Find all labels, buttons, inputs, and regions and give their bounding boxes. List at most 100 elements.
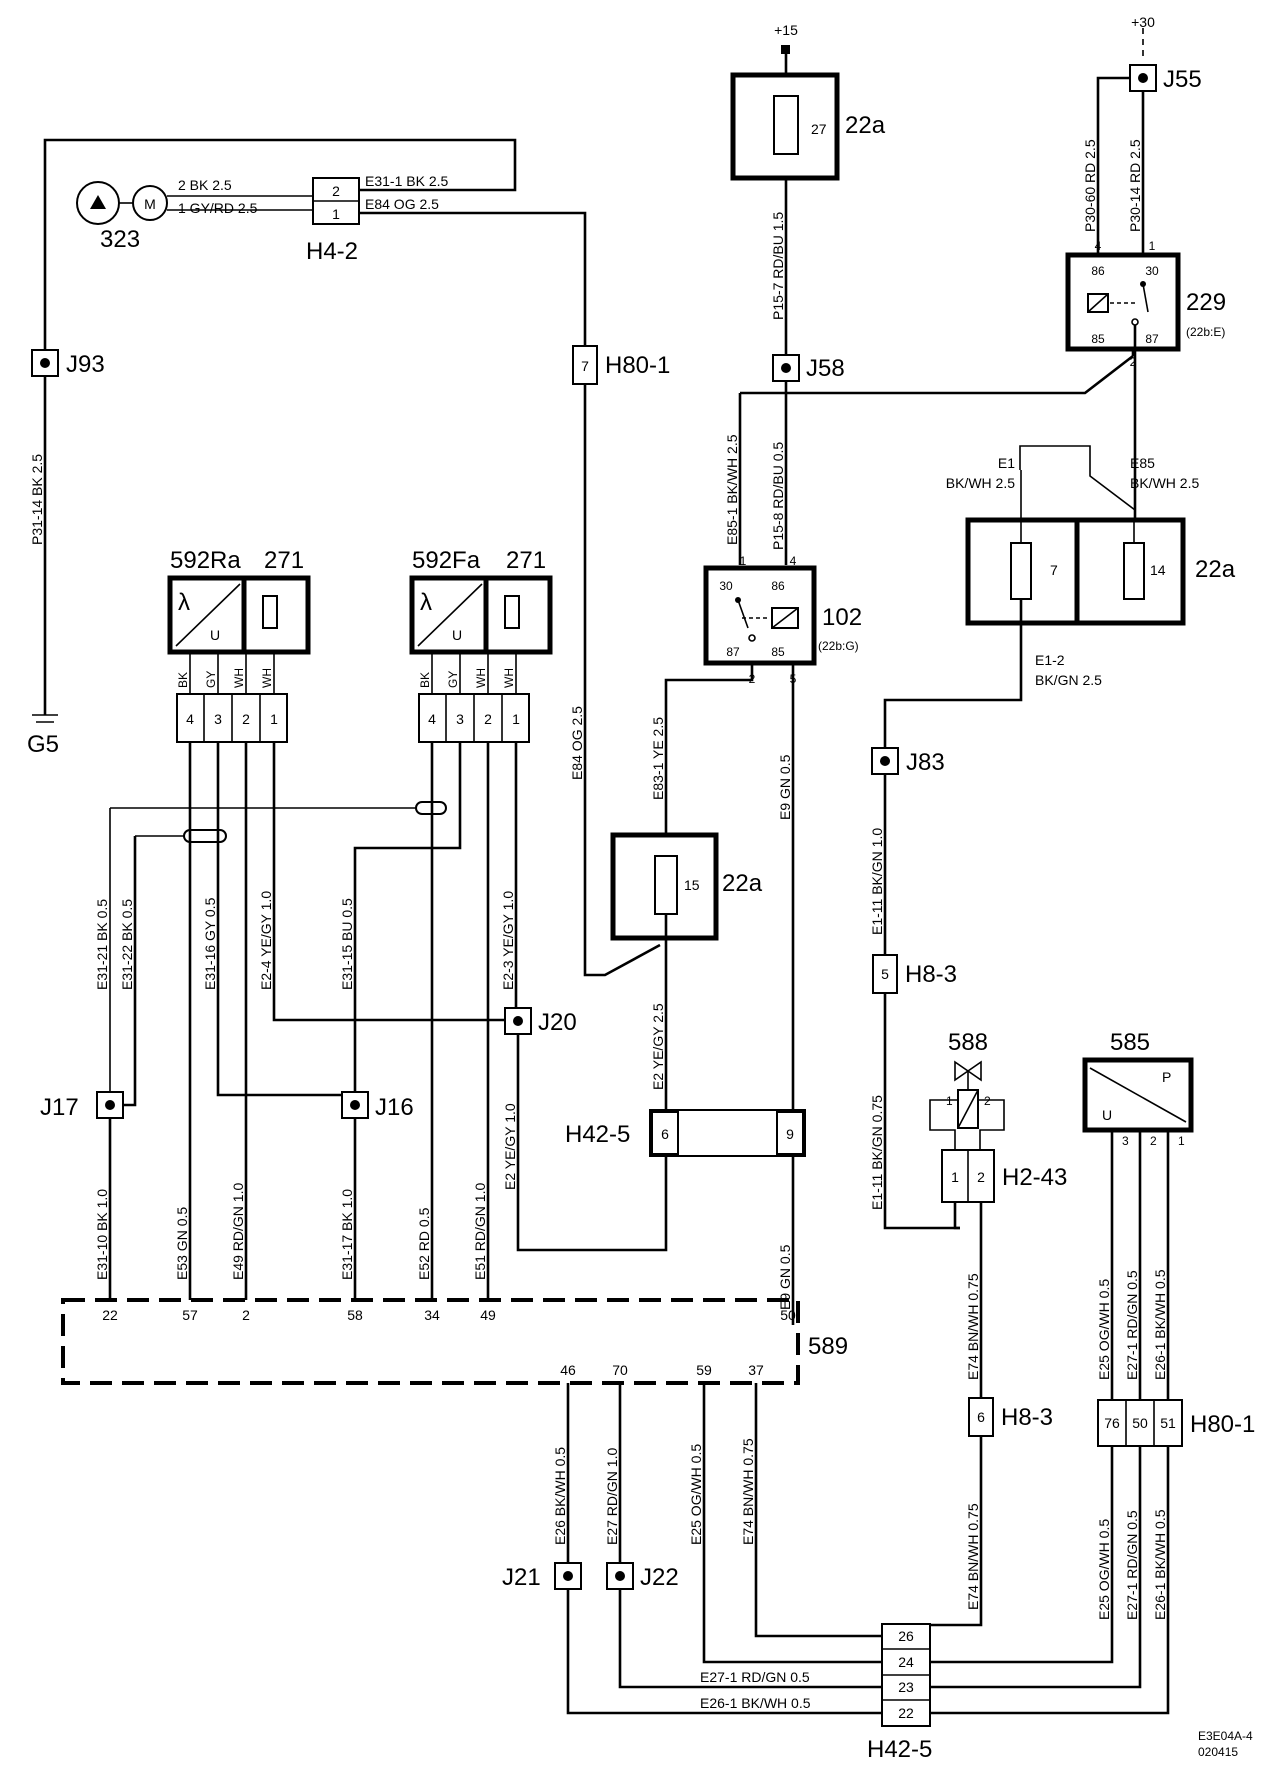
wire-label: E74 BN/WH 0.75 bbox=[965, 1273, 981, 1380]
pin-label: 70 bbox=[612, 1362, 628, 1378]
pin-label: 1 bbox=[1149, 239, 1156, 253]
motor-label: M bbox=[144, 196, 156, 212]
wire-label: E2-4 YE/GY 1.0 bbox=[258, 891, 274, 990]
wire-label: E51 RD/GN 1.0 bbox=[472, 1183, 488, 1280]
wire-label: E74 BN/WH 0.75 bbox=[965, 1503, 981, 1610]
pin-color-label: BK bbox=[418, 672, 432, 688]
pin-label: 24 bbox=[898, 1654, 914, 1670]
pin-label: 23 bbox=[898, 1679, 914, 1695]
wire-label: E26 BK/WH 0.5 bbox=[552, 1447, 568, 1545]
pin-label: 50 bbox=[1132, 1415, 1148, 1431]
relay-switch-icon bbox=[737, 599, 749, 629]
wire-label: E9 GN 0.5 bbox=[777, 1244, 793, 1310]
wire-label: E2 YE/GY 1.0 bbox=[502, 1103, 518, 1190]
pressure-sensor-585 bbox=[1082, 1057, 1194, 1133]
wire-label: BK/WH 2.5 bbox=[1130, 475, 1199, 491]
lambda-symbol: λ bbox=[178, 589, 190, 616]
pin-label: 30 bbox=[719, 579, 733, 593]
pin-label: 1 bbox=[512, 711, 520, 727]
h42-5-bottom-label: H42-5 bbox=[867, 1736, 932, 1763]
wire-label: E1-11 BK/GN 0.75 bbox=[869, 1095, 885, 1210]
wire-label: E2 YE/GY 2.5 bbox=[650, 1003, 666, 1090]
wire-label: E31-1 BK 2.5 bbox=[365, 173, 448, 189]
fuse-number: 7 bbox=[1050, 562, 1058, 578]
pin-label: 1 bbox=[951, 1169, 959, 1185]
pin-color-label: WH bbox=[502, 668, 516, 688]
pin-label: 2 bbox=[977, 1169, 985, 1185]
pin-label: 22 bbox=[898, 1705, 914, 1721]
fuse-7 bbox=[1010, 542, 1032, 600]
j58-label: J58 bbox=[806, 355, 845, 382]
pin-label: 4 bbox=[428, 711, 436, 727]
pump-arrow-icon bbox=[90, 195, 106, 209]
sensor-271-label: 271 bbox=[506, 547, 546, 574]
wire-label: E31-15 BU 0.5 bbox=[339, 898, 355, 990]
pin-label: 34 bbox=[424, 1307, 440, 1323]
fuse-box-label: 22a bbox=[845, 112, 886, 139]
pin-label: 6 bbox=[661, 1126, 669, 1142]
sensor-585-label: 585 bbox=[1110, 1029, 1150, 1056]
fuse-27 bbox=[773, 95, 799, 155]
pin-label: 4 bbox=[790, 554, 797, 568]
j17-label: J17 bbox=[40, 1094, 79, 1121]
relay-229 bbox=[1065, 252, 1181, 352]
pin-label: 30 bbox=[1145, 264, 1159, 278]
relay-229-ref: (22b:E) bbox=[1186, 325, 1225, 339]
wire-label: E26-1 BK/WH 0.5 bbox=[1152, 1509, 1168, 1620]
supply-15-label: +15 bbox=[774, 22, 798, 38]
wire-label: E85-1 BK/WH 2.5 bbox=[724, 434, 740, 545]
lambda-symbol: λ bbox=[420, 589, 432, 616]
sensor-p-label: P bbox=[1162, 1069, 1171, 1085]
pin-label: 87 bbox=[726, 645, 740, 659]
wire-label: E1 bbox=[998, 455, 1015, 471]
wire-label: E74 BN/WH 0.75 bbox=[740, 1438, 756, 1545]
sensor-592ra-271 bbox=[167, 575, 311, 655]
pin-label: 5 bbox=[881, 966, 889, 982]
pin-label: 1 bbox=[270, 711, 278, 727]
wire-label: BK/GN 2.5 bbox=[1035, 672, 1102, 688]
ground-icon bbox=[32, 714, 58, 723]
wire-label: 1 GY/RD 2.5 bbox=[178, 200, 258, 216]
h80-1-bottom-label: H80-1 bbox=[1190, 1411, 1255, 1438]
fuse-number: 14 bbox=[1150, 562, 1166, 578]
diagram-code: E3E04A-4 bbox=[1198, 1729, 1253, 1743]
wire-label: E25 OG/WH 0.5 bbox=[1096, 1279, 1112, 1380]
supply-30-label: +30 bbox=[1131, 14, 1155, 30]
pin-color-label: BK bbox=[176, 672, 190, 688]
j22-label: J22 bbox=[640, 1564, 679, 1591]
sensor-592ra-label: 592Ra bbox=[170, 547, 241, 574]
pin-label: 1 bbox=[946, 1094, 953, 1108]
wire-label: E27 RD/GN 1.0 bbox=[604, 1448, 620, 1545]
wire-label: E31-10 BK 1.0 bbox=[94, 1189, 110, 1280]
pin-label: 86 bbox=[1091, 264, 1105, 278]
pin-label: 1 bbox=[1178, 1134, 1185, 1148]
h2-43-label: H2-43 bbox=[1002, 1164, 1067, 1191]
pin-label: 2 bbox=[242, 711, 250, 727]
fuse-number: 27 bbox=[811, 121, 827, 137]
wire-label: E31-21 BK 0.5 bbox=[94, 899, 110, 990]
pin-color-label: GY bbox=[204, 671, 218, 688]
fuse-15 bbox=[654, 855, 678, 915]
relay-102-ref: (22b:G) bbox=[818, 639, 859, 653]
wire-label: E85 bbox=[1130, 455, 1155, 471]
pin-label: 22 bbox=[102, 1307, 118, 1323]
pin-color-label: WH bbox=[260, 668, 274, 688]
wire-label: BK/WH 2.5 bbox=[946, 475, 1015, 491]
pin-label: 51 bbox=[1160, 1415, 1176, 1431]
c589-label: 589 bbox=[808, 1333, 848, 1360]
wire-label: E84 OG 2.5 bbox=[365, 196, 439, 212]
wire-label: P15-8 RD/BU 0.5 bbox=[770, 442, 786, 550]
pin-label: 2 bbox=[984, 1094, 991, 1108]
diagram-date: 020415 bbox=[1198, 1745, 1238, 1759]
wire-label: E31-22 BK 0.5 bbox=[119, 899, 135, 990]
wire-label: E52 RD 0.5 bbox=[416, 1207, 432, 1280]
wire-label: E9 GN 0.5 bbox=[777, 754, 793, 820]
sensor-592fa-label: 592Fa bbox=[412, 547, 481, 574]
pin-label: 3 bbox=[1122, 1134, 1129, 1148]
wire-label: E26-1 BK/WH 0.5 bbox=[1152, 1269, 1168, 1380]
pump-323-label: 323 bbox=[100, 226, 140, 253]
wire-label: E1-2 bbox=[1035, 652, 1065, 668]
wire-label: P31-14 BK 2.5 bbox=[29, 454, 45, 545]
pin-label: 3 bbox=[456, 711, 464, 727]
